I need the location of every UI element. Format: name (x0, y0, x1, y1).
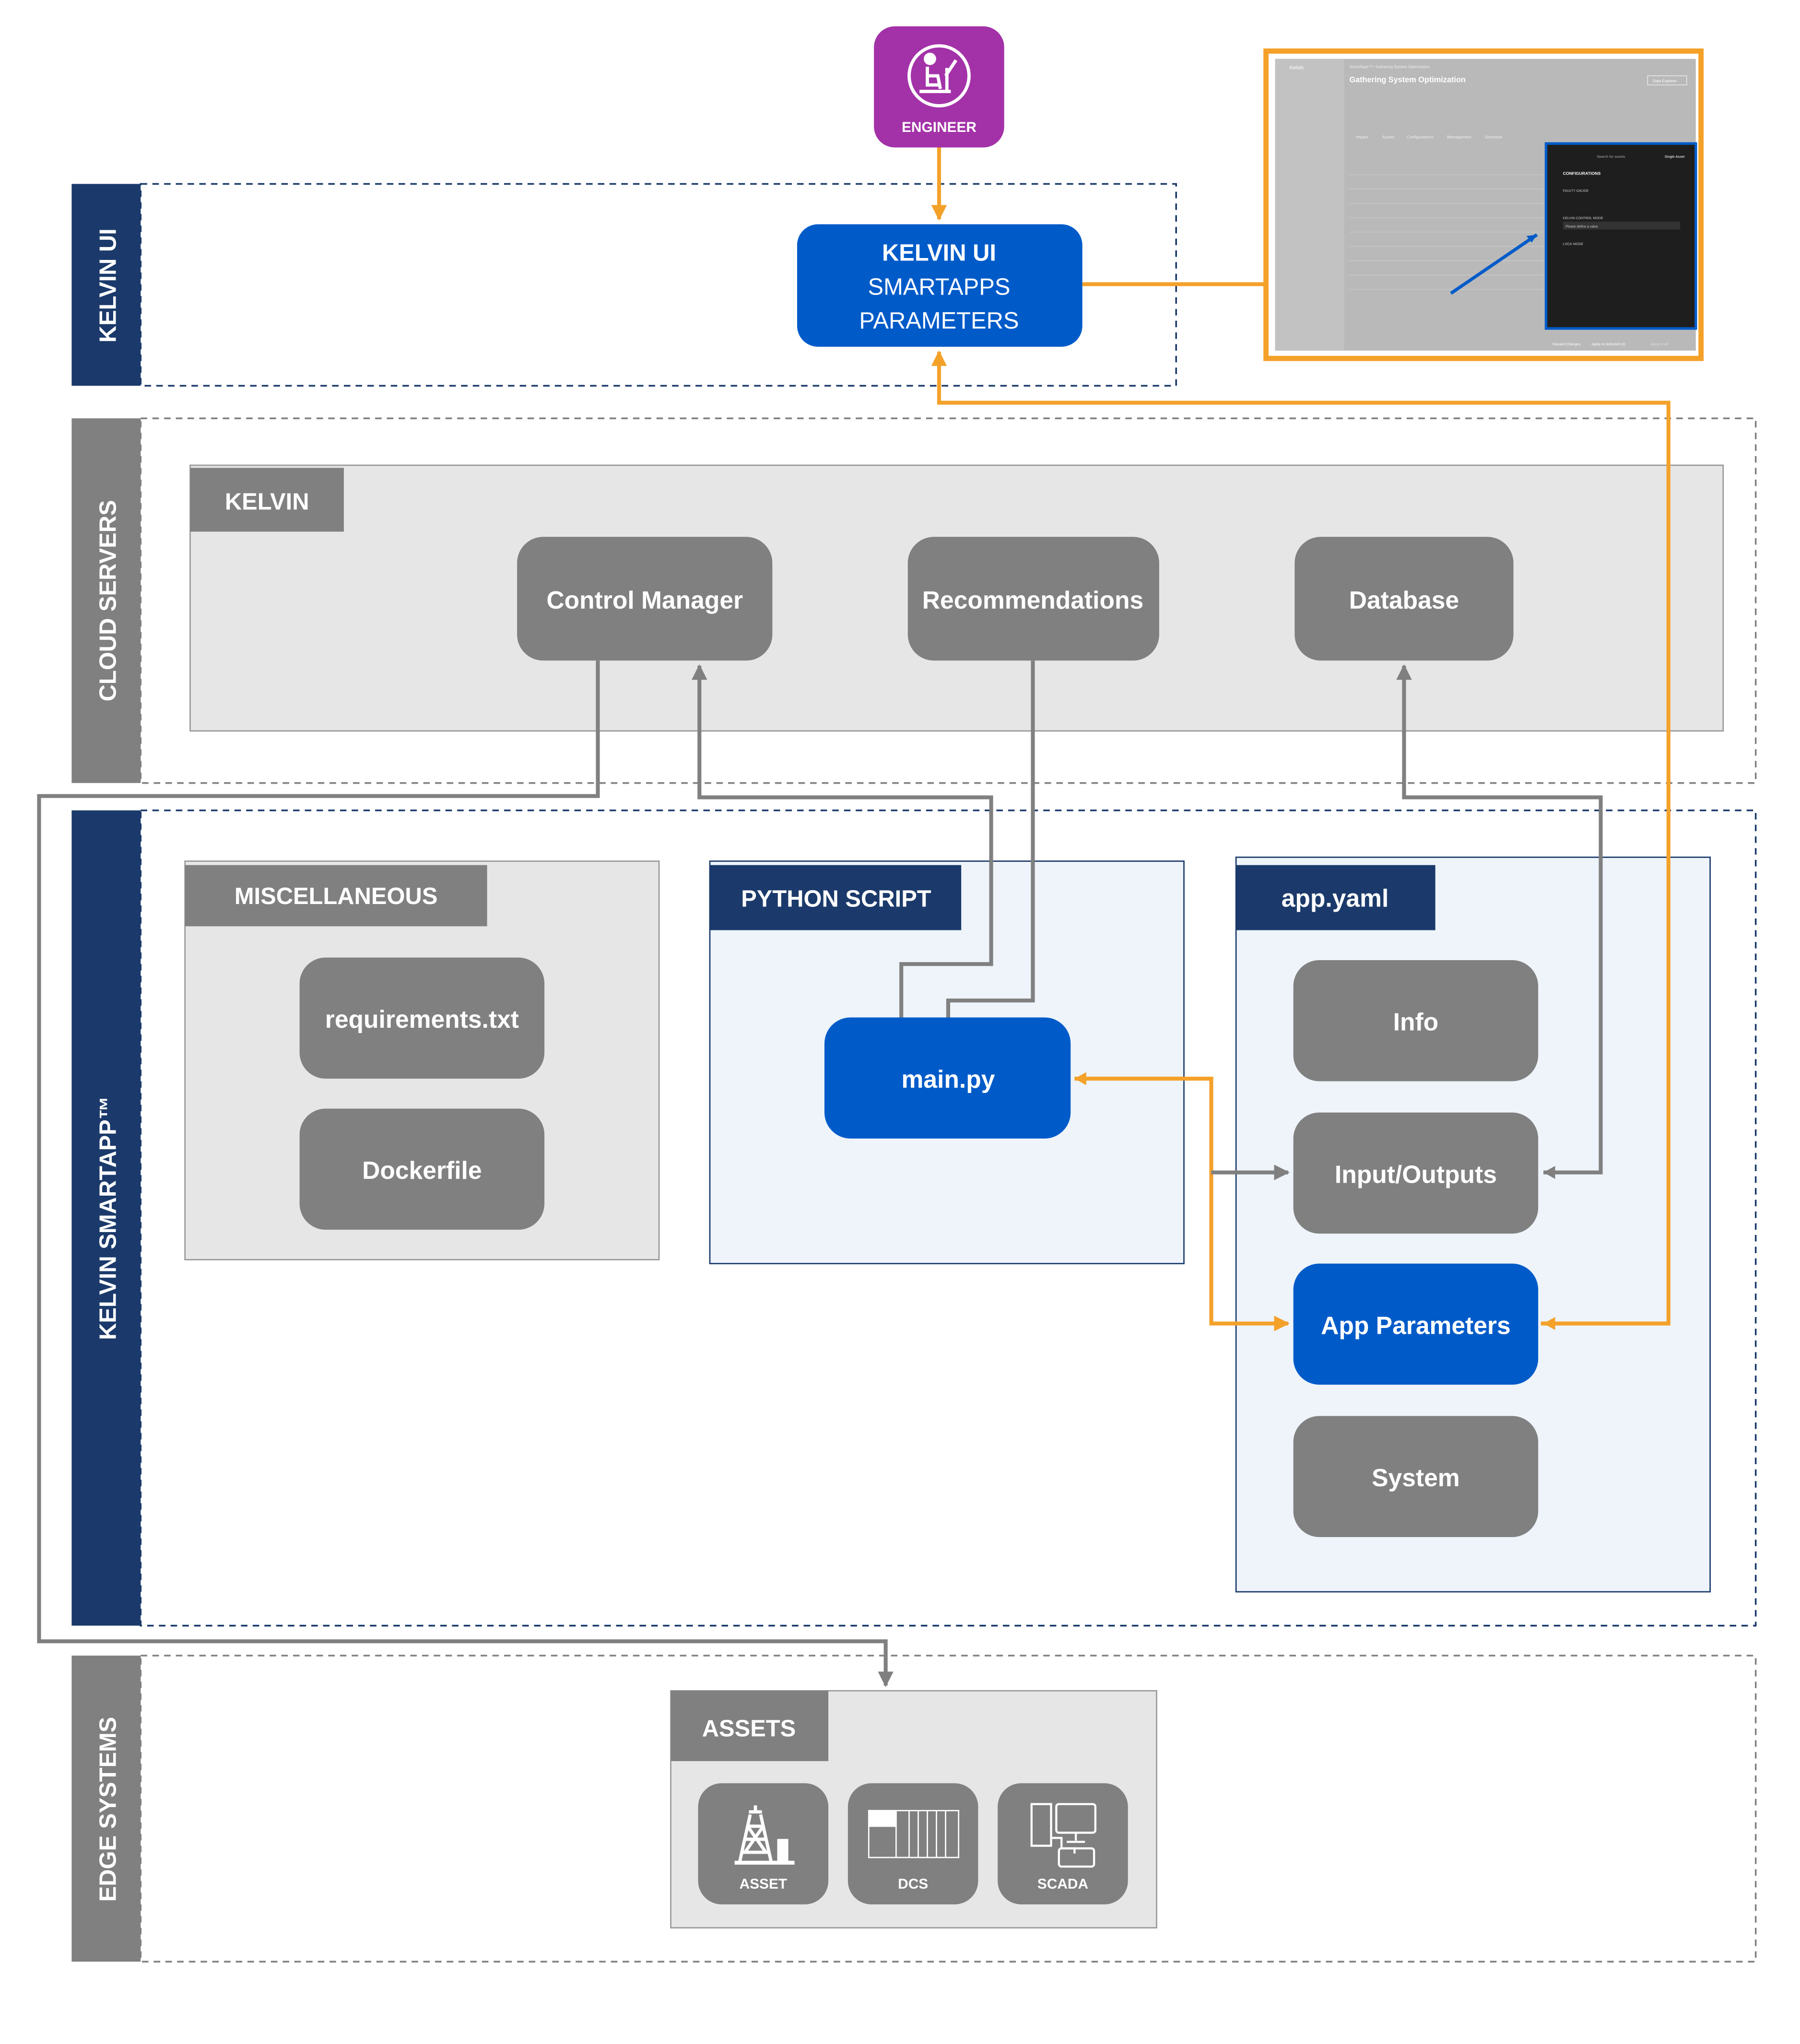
ui-screenshot-thumbnail: Kelvin SmartApps™ / Gathering System Opt… (1263, 48, 1704, 361)
svg-text:KELVIN SMARTAPP™: KELVIN SMARTAPP™ (95, 1096, 121, 1340)
svg-text:Info: Info (1393, 1008, 1439, 1036)
svg-text:Assets: Assets (1382, 134, 1395, 139)
svg-text:CLOUD SERVERS: CLOUD SERVERS (95, 500, 121, 701)
svg-text:PARAMETERS: PARAMETERS (859, 308, 1019, 334)
svg-text:Please define a value: Please define a value (1565, 225, 1598, 228)
svg-text:KELVIN UI: KELVIN UI (882, 240, 996, 266)
node-dockerfile[interactable]: Dockerfile (299, 1108, 545, 1230)
node-app-parameters[interactable]: App Parameters (1293, 1263, 1539, 1385)
svg-text:Configurations: Configurations (1407, 134, 1434, 139)
node-recommendations[interactable]: Recommendations (907, 537, 1159, 661)
svg-text:System: System (1372, 1464, 1459, 1492)
svg-text:Dockerfile: Dockerfile (362, 1156, 482, 1184)
svg-text:Single Asset: Single Asset (1665, 154, 1685, 159)
asset-tile-scada[interactable]: SCADA (998, 1783, 1128, 1904)
svg-text:EDGE SYSTEMS: EDGE SYSTEMS (95, 1717, 121, 1902)
svg-text:KELVIN UI: KELVIN UI (95, 228, 121, 342)
kelvin-ui-smartapps-parameters[interactable]: KELVIN UI SMARTAPPS PARAMETERS (797, 224, 1082, 347)
svg-text:CONFIGURATIONS: CONFIGURATIONS (1563, 171, 1601, 176)
computer-icon (1030, 1803, 1097, 1868)
svg-text:PYTHON SCRIPT: PYTHON SCRIPT (741, 886, 931, 912)
svg-text:app.yaml: app.yaml (1282, 884, 1389, 912)
svg-text:ASSET: ASSET (740, 1876, 788, 1892)
dcs-rack-icon (868, 1809, 960, 1858)
band-smartapp: KELVIN SMARTAPP™ (71, 809, 1757, 1627)
svg-text:KELVIN: KELVIN (225, 489, 309, 515)
node-requirements[interactable]: requirements.txt (299, 957, 545, 1079)
svg-text:SMARTAPPS: SMARTAPPS (868, 274, 1010, 300)
node-database[interactable]: Database (1294, 537, 1514, 661)
connector-main-to-control-manager (691, 664, 993, 1018)
svg-text:SCADA: SCADA (1037, 1876, 1088, 1892)
connectors (37, 147, 1671, 1687)
svg-text:MISCELLANEOUS: MISCELLANEOUS (235, 883, 438, 909)
node-system[interactable]: System (1293, 1416, 1539, 1538)
svg-text:Control Manager: Control Manager (546, 586, 743, 614)
connector-recommendations-to-main (946, 660, 1035, 1018)
svg-text:Discard Changes: Discard Changes (1553, 342, 1580, 346)
node-input-outputs[interactable]: Input/Outputs (1293, 1112, 1539, 1234)
connector-io-to-database (1396, 664, 1603, 1175)
oil-derrick-icon (734, 1805, 795, 1865)
svg-text:App Parameters: App Parameters (1321, 1311, 1511, 1339)
svg-text:Management: Management (1447, 134, 1471, 139)
svg-text:Impact: Impact (1356, 134, 1369, 139)
band-edge-systems: EDGE SYSTEMS (71, 1655, 1757, 1963)
band-kelvin-ui: KELVIN UI (71, 183, 1177, 387)
svg-text:requirements.txt: requirements.txt (325, 1005, 519, 1033)
svg-text:KELVIN CONTROL MODE: KELVIN CONTROL MODE (1563, 217, 1603, 220)
svg-text:Gathering System Optimization: Gathering System Optimization (1349, 76, 1465, 84)
engineer-icon (907, 44, 971, 107)
node-control-manager[interactable]: Control Manager (517, 537, 773, 661)
svg-text:main.py: main.py (902, 1065, 995, 1093)
asset-tile-dcs[interactable]: DCS (847, 1783, 978, 1904)
svg-text:Search for assets: Search for assets (1597, 154, 1625, 159)
svg-text:LOCK MODE: LOCK MODE (1563, 243, 1584, 246)
svg-text:FAULTY GAUGE: FAULTY GAUGE (1563, 189, 1589, 193)
engineer-node[interactable]: ENGINEER (874, 26, 1004, 148)
svg-text:SmartApps™ / Gathering System: SmartApps™ / Gathering System Optimizati… (1349, 65, 1430, 69)
svg-text:Data Explorer: Data Explorer (1653, 79, 1677, 83)
asset-tile-asset[interactable]: ASSET (698, 1783, 829, 1904)
svg-text:Database: Database (1349, 586, 1459, 614)
band-cloud-servers: CLOUD SERVERS (71, 417, 1757, 784)
svg-text:DCS: DCS (898, 1876, 928, 1892)
node-main-py[interactable]: main.py (824, 1017, 1071, 1139)
node-info[interactable]: Info (1293, 960, 1539, 1081)
svg-text:Apply to All: Apply to All (1650, 342, 1669, 346)
svg-text:Schedule: Schedule (1485, 134, 1502, 139)
svg-text:ENGINEER: ENGINEER (902, 119, 976, 135)
svg-text:ASSETS: ASSETS (702, 1716, 796, 1742)
connector-control-manager-to-assets (37, 660, 894, 1687)
svg-text:Apply to Selected (3): Apply to Selected (3) (1591, 342, 1625, 346)
svg-text:Recommendations: Recommendations (922, 586, 1143, 614)
svg-text:Kelvin: Kelvin (1289, 65, 1304, 71)
connector-main-to-appparams (1074, 1077, 1290, 1331)
svg-text:Input/Outputs: Input/Outputs (1335, 1160, 1497, 1188)
